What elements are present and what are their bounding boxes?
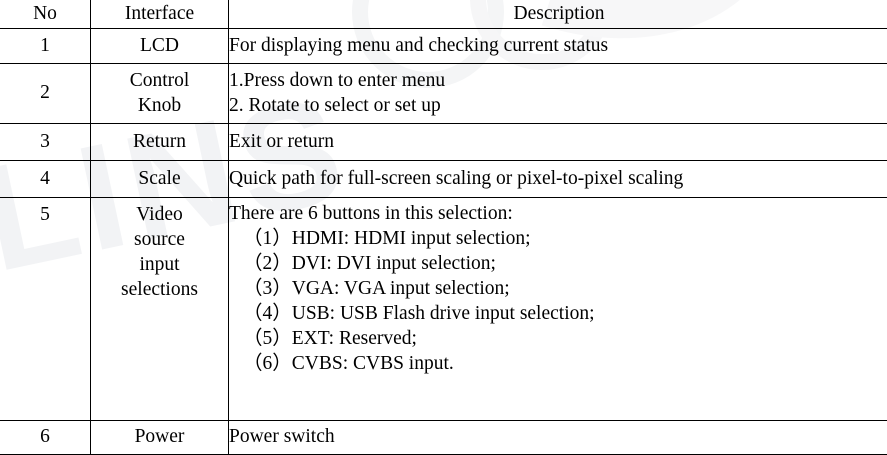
table-row: 4 Scale Quick path for full-screen scali… <box>0 161 887 198</box>
cell-interface: Scale <box>91 161 229 198</box>
description-line: Exit or return <box>229 130 887 155</box>
interface-line: Control <box>91 69 228 94</box>
description-line: Quick path for full-screen scaling or pi… <box>229 167 887 192</box>
interface-line: selections <box>91 278 228 303</box>
cell-no: 2 <box>0 64 91 124</box>
description-line: （2）DVI: DVI input selection; <box>229 252 887 277</box>
cell-interface: Control Knob <box>91 64 229 124</box>
cell-no: 6 <box>0 421 91 455</box>
description-line: 1.Press down to enter menu <box>229 69 887 94</box>
cell-no: 3 <box>0 124 91 161</box>
cell-no: 5 <box>0 198 91 421</box>
interface-line: Knob <box>91 94 228 119</box>
description-line: （3）VGA: VGA input selection; <box>229 277 887 302</box>
interface-line: Scale <box>91 167 228 192</box>
table-row: 6 Power Power switch <box>0 421 887 455</box>
cell-description: Power switch <box>229 421 887 455</box>
cell-description: Exit or return <box>229 124 887 161</box>
cell-description: 1.Press down to enter menu 2. Rotate to … <box>229 64 887 124</box>
cell-interface: Video source input selections <box>91 198 229 421</box>
description-line: （1）HDMI: HDMI input selection; <box>229 227 887 252</box>
cell-no: 1 <box>0 29 91 64</box>
interface-line: Video <box>91 203 228 228</box>
cell-description: For displaying menu and checking current… <box>229 29 887 64</box>
description-line: （5）EXT: Reserved; <box>229 327 887 352</box>
description-line: （6）CVBS: CVBS input. <box>229 352 887 377</box>
interface-line: LCD <box>91 34 228 59</box>
cell-description: Quick path for full-screen scaling or pi… <box>229 161 887 198</box>
cell-description: There are 6 buttons in this selection: （… <box>229 198 887 421</box>
cell-interface: LCD <box>91 29 229 64</box>
interface-line: Power <box>91 425 228 450</box>
column-header-interface: Interface <box>91 0 229 29</box>
description-line: For displaying menu and checking current… <box>229 34 887 59</box>
description-line: Power switch <box>229 425 887 450</box>
description-line: 2. Rotate to select or set up <box>229 94 887 119</box>
cell-no: 4 <box>0 161 91 198</box>
cell-interface: Return <box>91 124 229 161</box>
table-row: 2 Control Knob 1.Press down to enter men… <box>0 64 887 124</box>
interface-line: input <box>91 253 228 278</box>
interface-line: source <box>91 228 228 253</box>
interface-line: Return <box>91 130 228 155</box>
description-line: （4）USB: USB Flash drive input selection; <box>229 302 887 327</box>
column-header-no: No <box>0 0 91 29</box>
description-line: There are 6 buttons in this selection: <box>229 202 887 227</box>
cell-interface: Power <box>91 421 229 455</box>
column-header-description: Description <box>229 0 887 29</box>
table-header-row: No Interface Description <box>0 0 887 29</box>
table-row: 5 Video source input selections There ar… <box>0 198 887 421</box>
table-row: 1 LCD For displaying menu and checking c… <box>0 29 887 64</box>
table-row: 3 Return Exit or return <box>0 124 887 161</box>
